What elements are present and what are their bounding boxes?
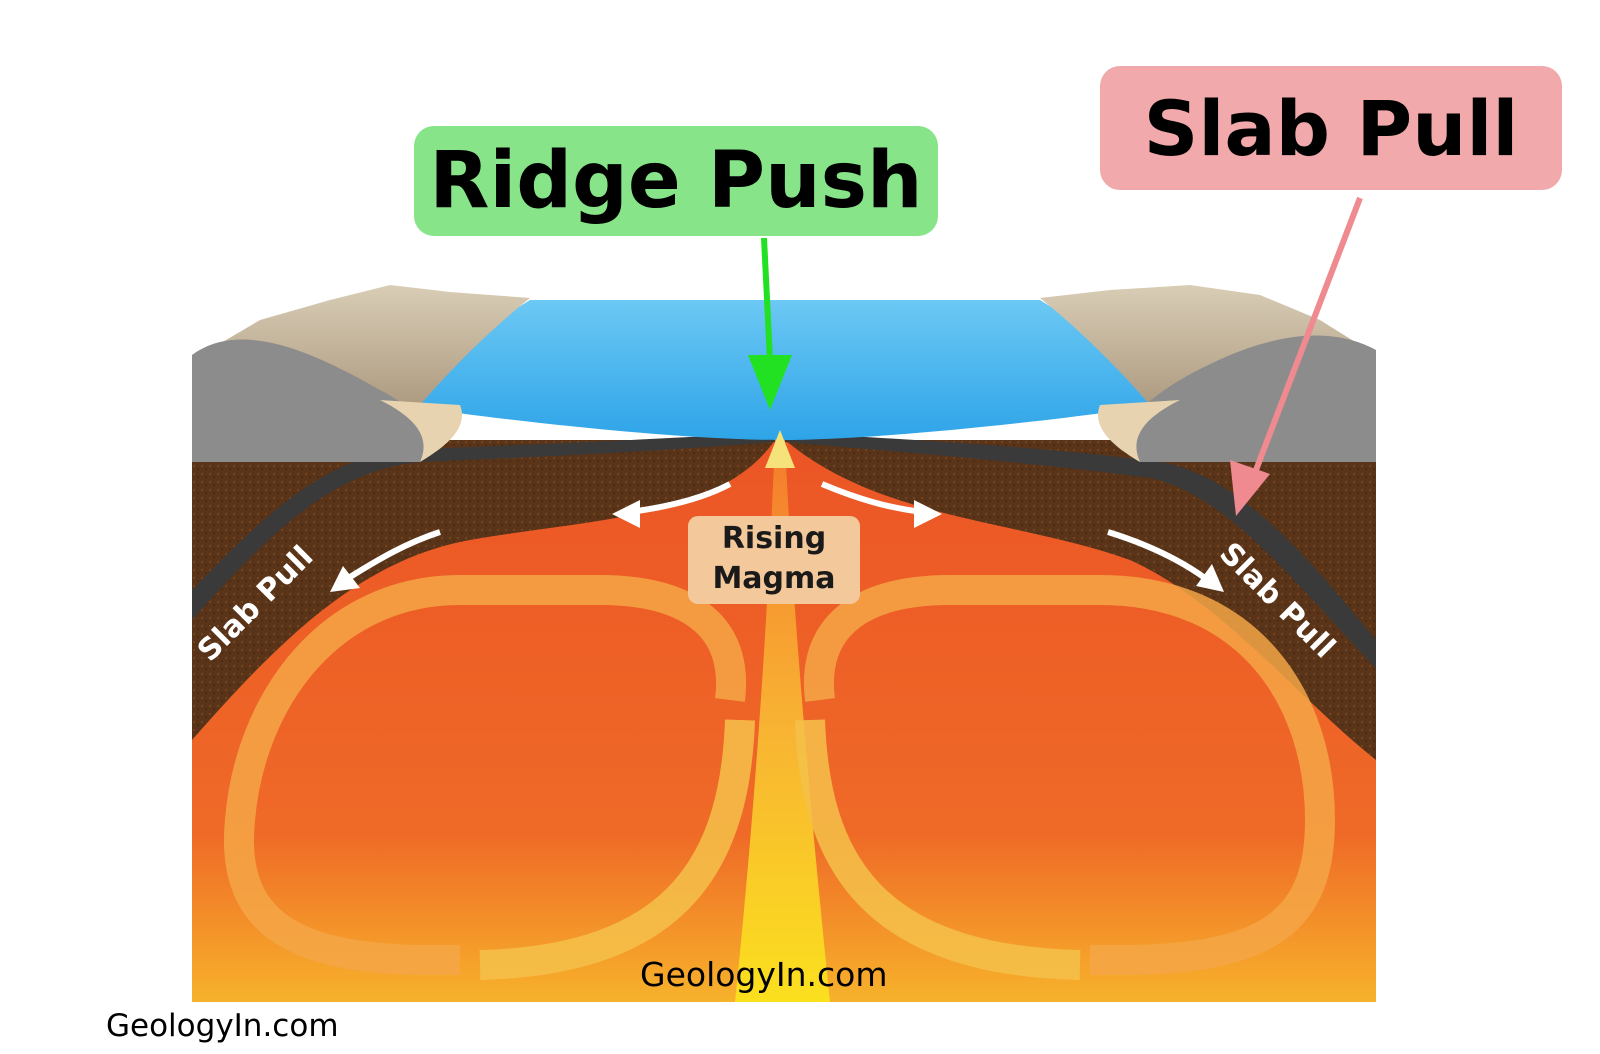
magma-plume	[735, 440, 830, 1002]
plate-motion-arrow-right	[820, 481, 923, 515]
slab-pull-pointer-head	[1230, 460, 1270, 516]
slab-pull-arrowhead-right	[1196, 564, 1224, 592]
convection-cell-left	[223, 575, 747, 975]
watermark-credit: GeologyIn.com	[640, 955, 888, 994]
plate-motion-arrowhead-left	[612, 500, 640, 528]
convection-cell-right	[803, 575, 1336, 975]
subducting-slab-right	[1150, 462, 1376, 668]
slab-pull-arrowhead-left	[330, 566, 360, 592]
oceanic-crust-right	[785, 432, 1160, 478]
ridge-up-arrow	[765, 430, 795, 468]
page-credit: GeologyIn.com	[106, 1008, 339, 1044]
convection-cell-right-inner	[795, 719, 1081, 980]
rising-magma-label-line1: Rising	[722, 521, 826, 556]
slab-pull-arrow-left	[343, 529, 441, 583]
slab-pull-arrow-right	[1107, 529, 1207, 581]
ridge-push-callout: Ridge Push	[414, 126, 938, 236]
plate-motion-arrowhead-right	[914, 500, 942, 528]
beach-right	[1098, 400, 1180, 462]
slab-pull-pointer-line	[1253, 196, 1363, 472]
rock-right	[1125, 335, 1376, 462]
rising-magma-label-bg	[688, 516, 860, 604]
rock-left	[192, 339, 428, 462]
lithosphere-right	[785, 440, 1376, 760]
slab-pull-callout: Slab Pull	[1100, 66, 1562, 190]
ridge-push-pointer-head	[748, 355, 792, 410]
rising-magma-label-line2: Magma	[712, 561, 835, 596]
ridge-push-pointer-line	[761, 237, 773, 361]
beach-left	[380, 400, 462, 462]
oceanic-crust-left	[400, 432, 775, 462]
convection-cell-left-inner	[479, 719, 755, 980]
